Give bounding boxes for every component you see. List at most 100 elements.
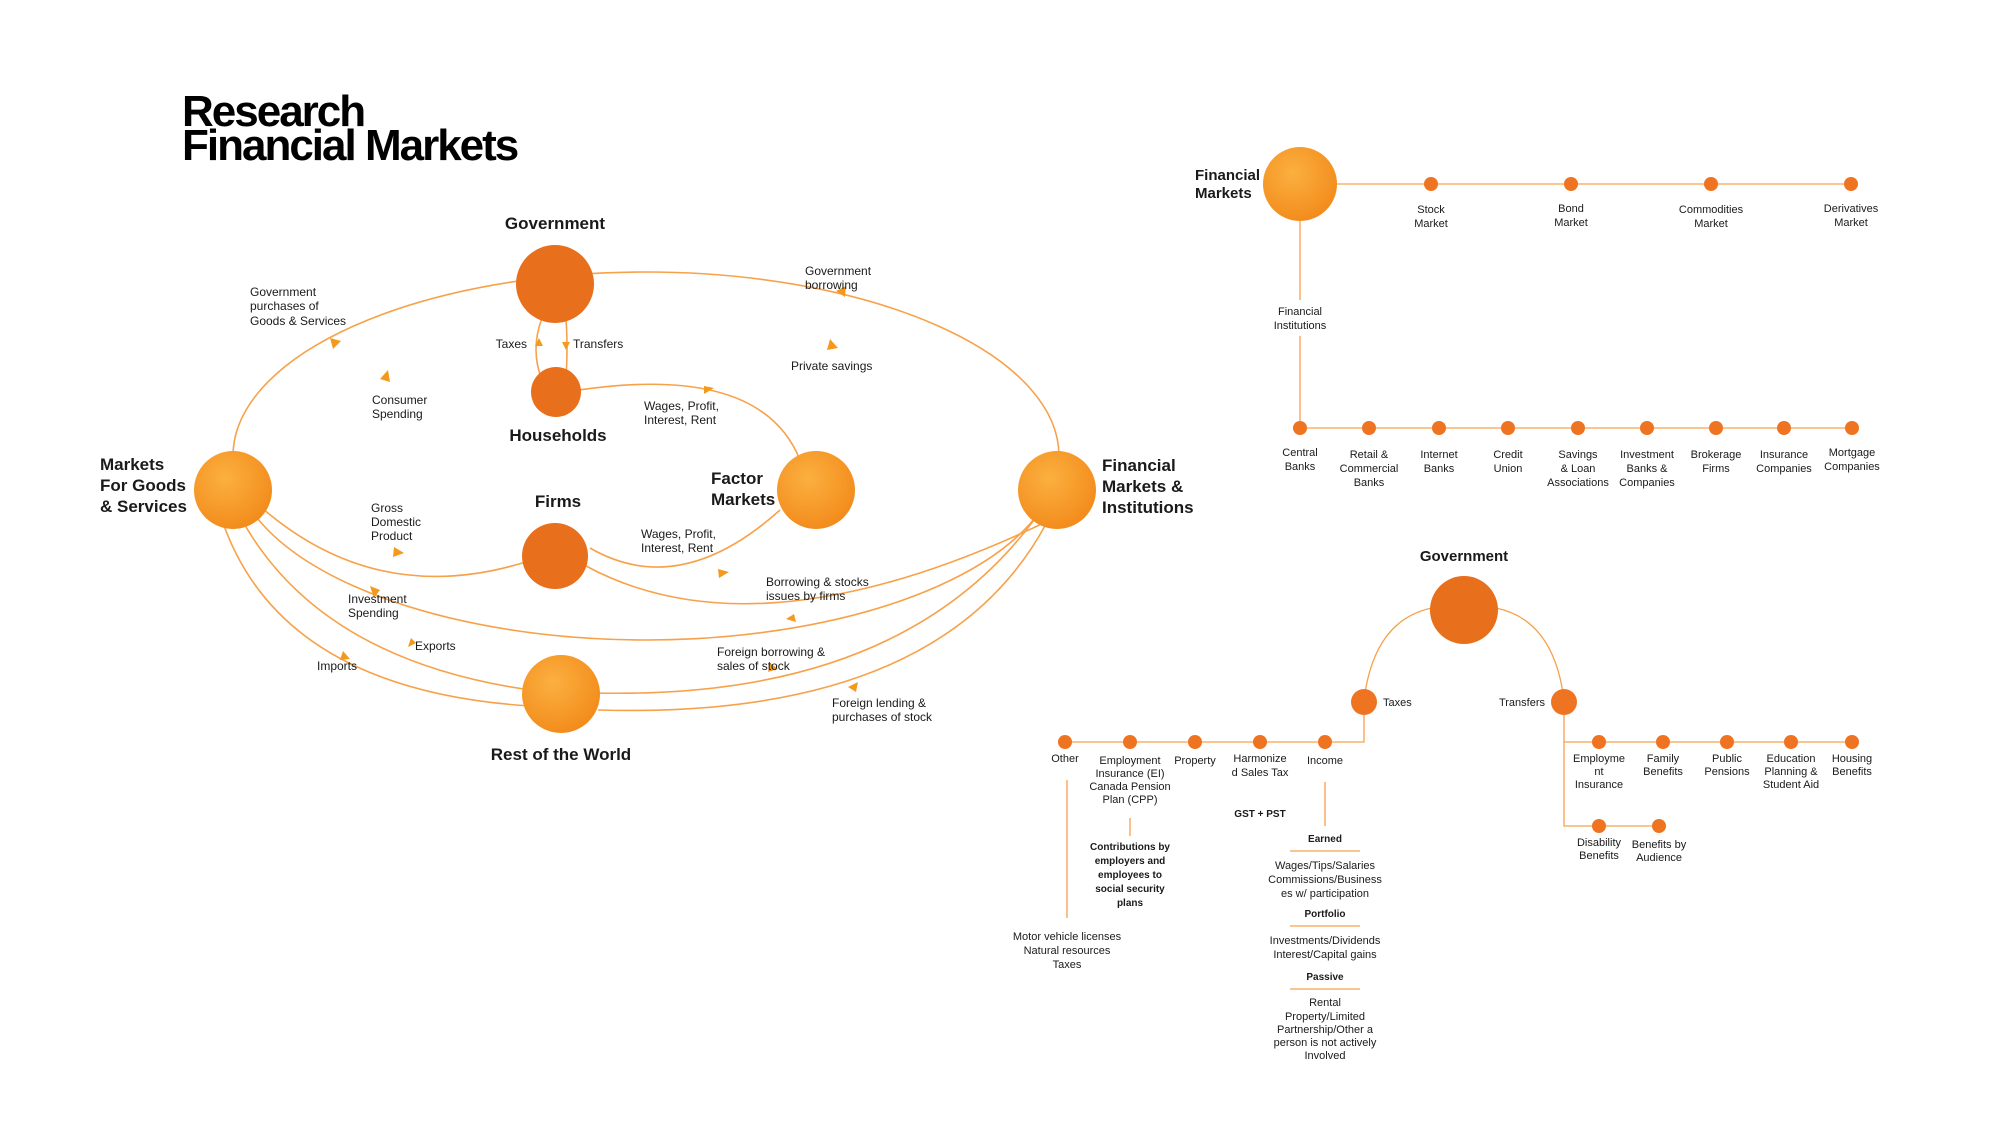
transfer-node-education (1784, 735, 1798, 749)
institutions-label-2: Institutions (1274, 320, 1327, 332)
flow-consumer-spending-1: Consumer (372, 393, 427, 407)
inst-retail-1: Retail & (1350, 449, 1389, 461)
foreign-lending-line (597, 523, 1047, 712)
income-earned-3: es w/ participation (1281, 888, 1369, 900)
ei-detail-4: social security (1095, 884, 1165, 895)
rest-of-world-node (522, 655, 600, 733)
income-earned-1: Wages/Tips/Salaries (1275, 860, 1376, 872)
inst-credit-2: Union (1494, 463, 1523, 475)
inst-investment-1: Investment (1620, 449, 1674, 461)
inst-node-internet (1432, 421, 1446, 435)
inst-central-2: Banks (1285, 461, 1316, 473)
firms-factor-line (589, 509, 781, 568)
taxes-branch-line (1065, 715, 1365, 743)
arrow-transfers (562, 342, 570, 350)
market-derivatives-2: Market (1834, 217, 1868, 229)
inst-node-central (1293, 421, 1307, 435)
flow-investment-2: Spending (348, 606, 399, 620)
financial-markets-node (1018, 451, 1096, 529)
arrow-taxes (535, 338, 543, 346)
transfer-ei-2: nt (1594, 766, 1603, 778)
transfer-family-1: Family (1647, 753, 1680, 765)
transfer-audience-1: Benefits by (1632, 839, 1687, 851)
goods-markets-node (194, 451, 272, 529)
factor-markets-label-1: Factor (711, 469, 763, 488)
financial-markets-tree: Financial Markets Stock Market Bond Mark… (1195, 147, 1880, 489)
transfer-node-housing (1845, 735, 1859, 749)
flow-wages-firms-1: Wages, Profit, (641, 527, 716, 541)
arrow-wages-firms (718, 569, 729, 578)
outer-flow-loop (232, 271, 1060, 641)
gov-tree-title: Government (1420, 548, 1508, 565)
inst-node-retail (1362, 421, 1376, 435)
flow-transfers: Transfers (573, 337, 623, 351)
inst-node-mortgage (1845, 421, 1859, 435)
arrow-private-savings (827, 339, 838, 350)
inst-brokerage-2: Firms (1702, 463, 1730, 475)
rest-of-world-label: Rest of the World (491, 745, 631, 764)
income-passive-3: Partnership/Other a (1277, 1024, 1374, 1036)
transfer-education-1: Education (1767, 753, 1816, 765)
market-derivatives-1: Derivatives (1824, 203, 1879, 215)
fm-root-label-2: Markets (1195, 185, 1252, 202)
flow-gdp-3: Product (371, 529, 413, 543)
inst-investment-3: Companies (1619, 477, 1675, 489)
financial-institutions-label-3: Institutions (1102, 498, 1194, 517)
tax-ei-label-1: Employment (1099, 755, 1160, 767)
flow-gdp-1: Gross (371, 501, 403, 515)
exports-line (241, 519, 531, 691)
income-portfolio-label: Portfolio (1304, 909, 1345, 920)
inst-savings-2: & Loan (1561, 463, 1596, 475)
tax-ei-label-4: Plan (CPP) (1102, 794, 1157, 806)
inst-savings-3: Associations (1547, 477, 1609, 489)
tax-income-label: Income (1307, 755, 1343, 767)
income-passive-4: person is not actively (1274, 1037, 1377, 1049)
income-earned-label: Earned (1308, 834, 1342, 845)
market-node-commodities (1704, 177, 1718, 191)
other-detail-1: Motor vehicle licenses (1013, 931, 1122, 943)
inst-retail-2: Commercial (1340, 463, 1399, 475)
tax-property-label: Property (1174, 755, 1216, 767)
households-factor-arc (565, 383, 801, 461)
transfer-disability-2: Benefits (1579, 850, 1619, 862)
firms-label: Firms (535, 492, 581, 511)
inst-retail-3: Banks (1354, 477, 1385, 489)
inst-credit-1: Credit (1493, 449, 1522, 461)
arrow-wages-households (704, 386, 714, 394)
transfer-node-ei (1592, 735, 1606, 749)
flow-imports: Imports (317, 659, 357, 673)
goods-markets-label-2: For Goods (100, 476, 186, 495)
ei-detail-3: employees to (1098, 870, 1162, 881)
factor-markets-label-2: Markets (711, 490, 775, 509)
inst-mortgage-1: Mortgage (1829, 447, 1875, 459)
market-commodities-2: Market (1694, 218, 1728, 230)
market-bond-2: Market (1554, 217, 1588, 229)
arrow-foreign-lending (848, 682, 858, 692)
market-node-derivatives (1844, 177, 1858, 191)
taxes-node-label: Taxes (1383, 697, 1412, 709)
income-passive-1: Rental (1309, 997, 1341, 1009)
arrow-exports (408, 638, 416, 647)
income-portfolio-2: Interest/Capital gains (1273, 949, 1377, 961)
flow-borrowing-1: Borrowing & stocks (766, 575, 869, 589)
other-detail-2: Natural resources (1024, 945, 1111, 957)
tax-hst-label-1: Harmonize (1233, 753, 1286, 765)
financial-institutions-label-1: Financial (1102, 456, 1176, 475)
flow-consumer-spending-2: Spending (372, 407, 423, 421)
inst-insurance-1: Insurance (1760, 449, 1808, 461)
inst-node-brokerage (1709, 421, 1723, 435)
inst-node-credit-union (1501, 421, 1515, 435)
flow-foreign-lending-2: purchases of stock (832, 710, 933, 724)
tax-node-property (1188, 735, 1202, 749)
tax-ei-label-2: Insurance (EI) (1095, 768, 1164, 780)
inst-internet-2: Banks (1424, 463, 1455, 475)
taxes-line (535, 317, 543, 381)
income-passive-label: Passive (1306, 972, 1344, 983)
transfer-node-family (1656, 735, 1670, 749)
households-node (531, 367, 581, 417)
market-stock-1: Stock (1417, 204, 1445, 216)
arrow-gov-borrowing (836, 286, 846, 297)
ei-detail-1: Contributions by (1090, 842, 1170, 853)
transfer-ei-1: Employme (1573, 753, 1625, 765)
goods-markets-label-1: Markets (100, 455, 164, 474)
